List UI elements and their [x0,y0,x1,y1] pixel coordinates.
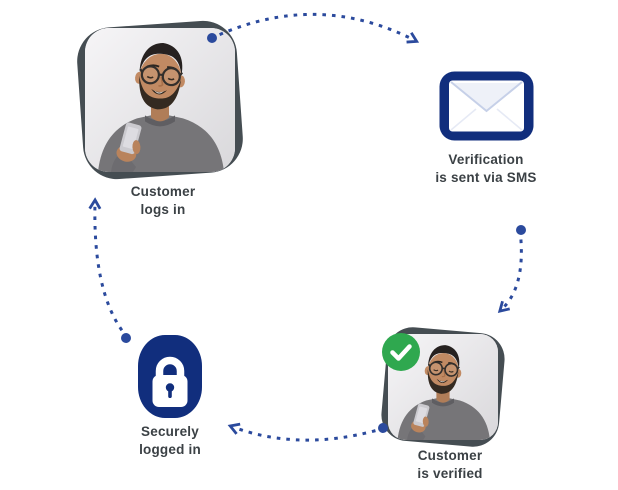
label-line: Verification [448,152,524,167]
person-illustration [85,28,235,172]
step-label-customer-logs-in: Customer logs in [77,183,249,219]
label-line: is verified [417,466,483,481]
dotted-arrow-verified-to-secure [227,422,388,442]
label-line: Securely [141,424,199,439]
dotted-arrow-login-to-sms [207,12,420,44]
padlock-icon [138,335,202,418]
check-icon [382,333,420,371]
dotted-arrow-sms-to-verified [497,225,526,313]
dotted-arrow-secure-to-login [88,197,131,343]
customer-logs-in-photo [85,28,235,172]
label-line: logged in [139,442,201,457]
label-line: Customer [130,184,196,199]
label-line: is sent via SMS [435,170,537,185]
step-label-verification-sent: Verification is sent via SMS [400,151,572,187]
step-label-customer-verified: Customer is verified [364,447,536,483]
label-line: logs in [140,202,186,217]
envelope-icon [439,71,534,141]
label-line: Customer [417,448,483,463]
step-label-securely-logged-in: Securely logged in [84,423,256,459]
